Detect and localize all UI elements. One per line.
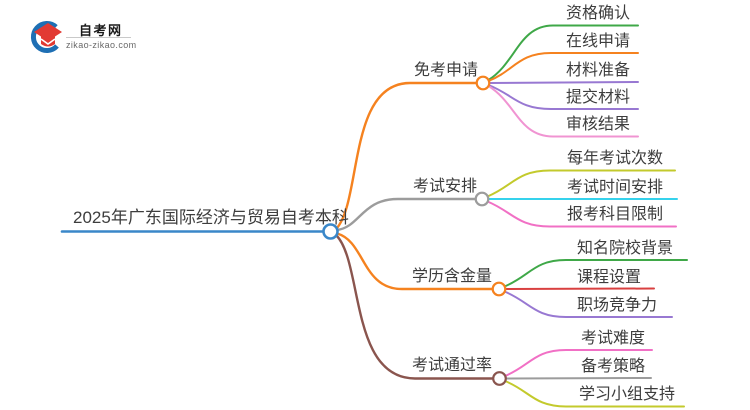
central-topic[interactable]: 2025年广东国际经济与贸易自考本科 (73, 208, 349, 227)
leaf-line-1-1 (487, 24, 639, 81)
leaf-line-1-4 (487, 84, 639, 110)
branch-topic-4[interactable]: 考试通过率 (412, 357, 493, 374)
leaf-line-2-1 (486, 169, 676, 198)
site-name: 自考网 (79, 23, 123, 38)
leaf-line-3-1 (503, 259, 688, 288)
branch-line-4 (335, 234, 495, 380)
branch-node-circle-2[interactable] (474, 191, 490, 207)
branch-line-1 (335, 81, 478, 230)
leaf-topic-4-3[interactable]: 学习小组支持 (579, 386, 676, 403)
leaf-line-4-1 (504, 349, 653, 377)
branch-line-3 (335, 232, 494, 291)
leaf-topic-3-3[interactable]: 职场竞争力 (577, 297, 658, 314)
logo: 自考网 zikao-zikao.com (0, 0, 170, 70)
branch-topic-1[interactable]: 免考申请 (414, 62, 479, 79)
leaf-topic-1-4[interactable]: 提交材料 (566, 89, 631, 106)
center-node-circle[interactable] (322, 223, 339, 240)
leaf-topic-1-1[interactable]: 资格确认 (566, 5, 631, 22)
leaf-line-1-5 (487, 85, 639, 138)
leaf-line-3-3 (503, 290, 673, 318)
leaf-line-1-2 (487, 52, 639, 82)
leaf-topic-2-2[interactable]: 考试时间安排 (567, 179, 664, 196)
leaf-topic-3-2[interactable]: 课程设置 (577, 269, 642, 286)
leaf-line-3-2 (504, 287, 655, 290)
leaf-line-1-3 (488, 81, 639, 84)
logo-divider (66, 37, 131, 38)
site-domain: zikao-zikao.com (66, 40, 137, 50)
graduation-cap-icon (30, 21, 62, 53)
leaf-topic-2-3[interactable]: 报考科目限制 (567, 206, 664, 223)
leaf-topic-3-1[interactable]: 知名院校背景 (577, 240, 674, 257)
leaf-topic-4-2[interactable]: 备考策略 (581, 358, 646, 375)
leaf-topic-4-1[interactable]: 考试难度 (581, 330, 646, 347)
leaf-line-4-3 (504, 380, 685, 408)
leaf-topic-1-3[interactable]: 材料准备 (566, 62, 631, 79)
leaf-topic-2-1[interactable]: 每年考试次数 (567, 150, 664, 167)
leaf-topic-1-5[interactable]: 审核结果 (566, 116, 631, 133)
leaf-topic-1-2[interactable]: 在线申请 (566, 33, 631, 50)
leaf-line-2-3 (486, 200, 677, 228)
branch-node-circle-3[interactable] (491, 281, 507, 297)
leaf-line-4-2 (505, 377, 652, 380)
branch-line-2 (335, 197, 477, 232)
branch-topic-2[interactable]: 考试安排 (413, 178, 478, 195)
branch-node-circle-1[interactable] (475, 75, 491, 91)
branch-topic-3[interactable]: 学历含金量 (412, 268, 493, 285)
branch-node-circle-4[interactable] (492, 371, 507, 386)
